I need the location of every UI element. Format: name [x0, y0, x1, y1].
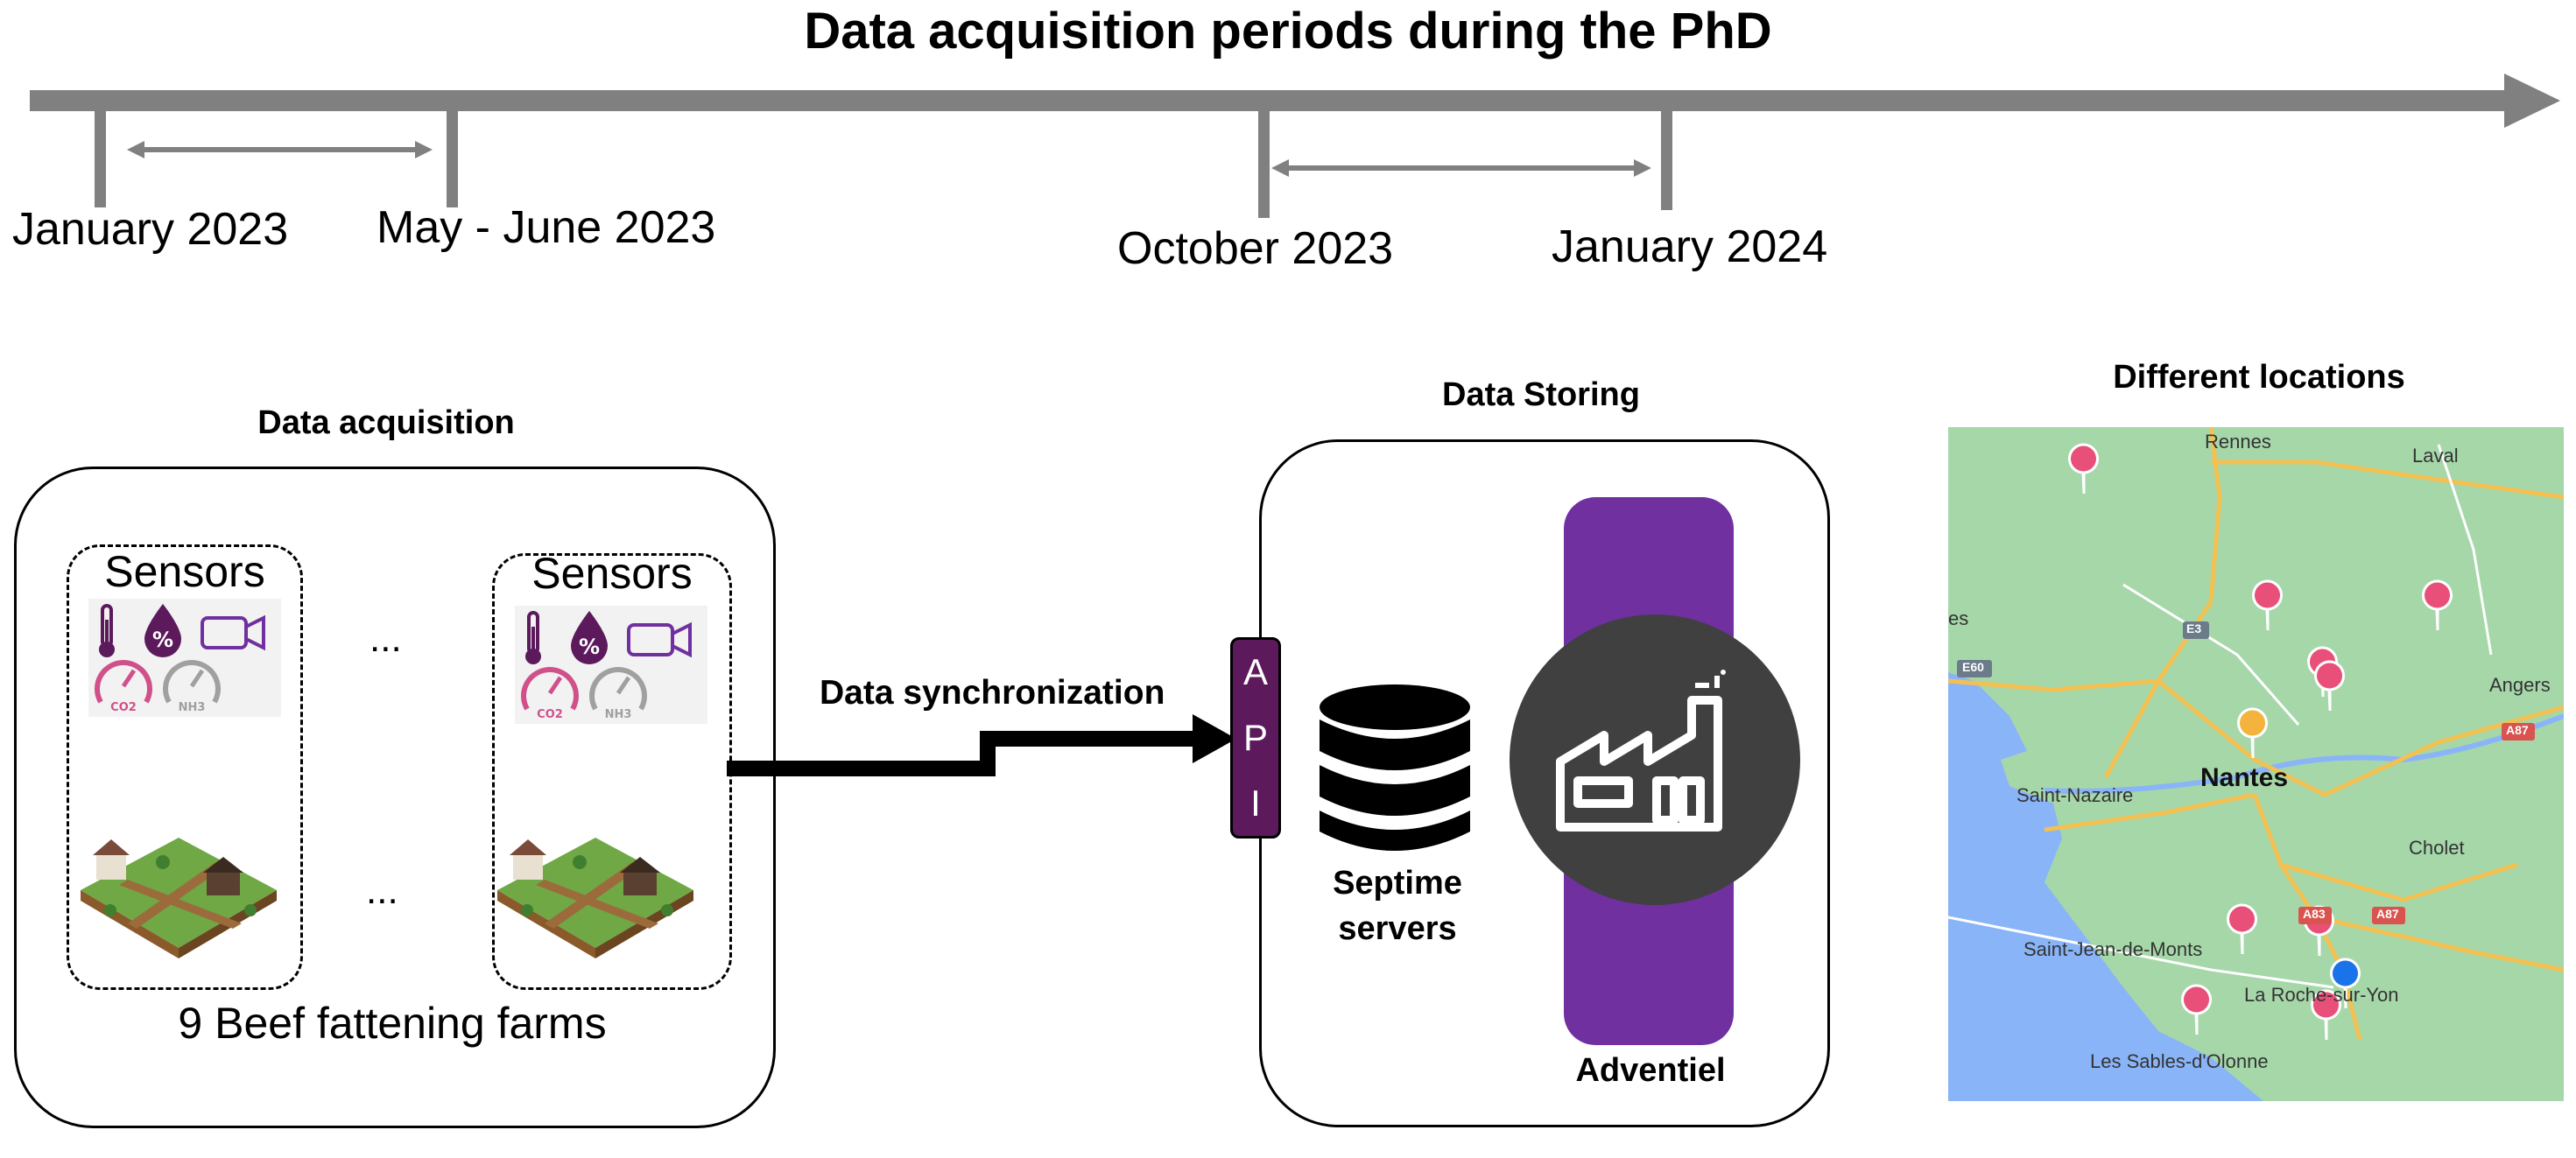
- map-pin-icon: [2252, 579, 2283, 631]
- factory-icon: [1510, 614, 1800, 905]
- svg-text:%: %: [579, 635, 600, 659]
- road-label-a87-top: A87: [2506, 723, 2529, 737]
- sensor-icons-right: % CO2 NH3: [515, 606, 707, 724]
- page-title: Data acquisition periods during the PhD: [804, 3, 1772, 60]
- star-pin-icon: [2237, 707, 2268, 759]
- acquisition-box: [14, 467, 776, 1128]
- database-icon: [1320, 684, 1470, 851]
- city-angers: Angers: [2489, 674, 2551, 696]
- humidity-drop-icon: %: [571, 611, 608, 664]
- api-connector: A P I: [1230, 637, 1281, 839]
- road-badge-e60: [1957, 660, 1992, 677]
- co2-gauge-icon: CO2: [95, 660, 152, 714]
- sync-label: Data synchronization: [820, 674, 1165, 712]
- city-les-sables-dolonne: Les Sables-d'Olonne: [2090, 1050, 2269, 1072]
- tick-oct-2023: [1258, 109, 1270, 218]
- storing-title: Data Storing: [1442, 376, 1640, 413]
- road-label-e60: E60: [1962, 660, 1984, 674]
- svg-text:%: %: [152, 628, 173, 652]
- timeline-label-oct-2023: October 2023: [1117, 223, 1394, 274]
- thermometer-icon: [99, 604, 115, 657]
- farm-icon: [81, 838, 277, 958]
- api-letter-i: I: [1250, 782, 1261, 824]
- sensor-icons-left: % CO2 NH3: [88, 599, 281, 717]
- svg-text:NH3: NH3: [179, 701, 206, 714]
- timeline-label-may-2023: May - June 2023: [377, 202, 716, 253]
- timeline-axis: [30, 90, 2516, 111]
- timeline-arrowhead: [2504, 74, 2560, 128]
- period-arrow-2: [1271, 159, 1651, 177]
- map-pin-icon: [2311, 989, 2341, 1041]
- tick-jan-2023: [95, 109, 106, 207]
- farms-label: 9 Beef fattening farms: [178, 999, 607, 1048]
- road-badge-a83: [2298, 907, 2332, 924]
- location-map: Rennes Laval Angers Nantes Saint-Nazaire…: [1948, 427, 2564, 1101]
- road-label-a87-bottom: A87: [2376, 907, 2399, 921]
- api-letter-a: A: [1242, 651, 1268, 693]
- locations-title: Different locations: [2113, 359, 2405, 396]
- city-nantes: Nantes: [2200, 763, 2289, 792]
- map-pin-icon: [2227, 903, 2257, 955]
- ellipsis-sensors: ...: [370, 617, 402, 660]
- servers-label-line2: servers: [1338, 910, 1457, 947]
- timeline: [30, 74, 2560, 218]
- road-badge-e3: [2183, 621, 2209, 639]
- ellipsis-farms: ...: [366, 869, 398, 912]
- city-fragment-es: es: [1948, 607, 1969, 629]
- map-pin-icon: [2314, 660, 2345, 712]
- road-label-e3: E3: [2186, 621, 2202, 635]
- thermometer-icon: [525, 611, 541, 664]
- co2-gauge-icon: CO2: [521, 667, 579, 721]
- city-cholet: Cholet: [2409, 837, 2465, 859]
- tick-may-2023: [447, 109, 458, 207]
- map-pin-icon: [2181, 984, 2212, 1035]
- map-pin-icon: [2068, 443, 2099, 495]
- city-saint-jean-de-monts: Saint-Jean-de-Monts: [2023, 938, 2203, 960]
- timeline-label-jan-2023: January 2023: [12, 204, 289, 255]
- nh3-gauge-icon: NH3: [589, 667, 647, 721]
- period-arrow-1: [127, 141, 433, 158]
- sync-arrow: [727, 714, 1236, 776]
- city-laval: Laval: [2412, 445, 2459, 467]
- farm-group-left: [67, 544, 303, 990]
- tick-jan-2024: [1661, 109, 1672, 210]
- svg-text:CO2: CO2: [110, 701, 137, 714]
- acquisition-title: Data acquisition: [257, 404, 515, 441]
- humidity-drop-icon: %: [144, 604, 181, 657]
- road-badge-a87-top: [2502, 723, 2535, 740]
- timeline-label-jan-2024: January 2024: [1552, 221, 1828, 272]
- camera-icon: [627, 621, 692, 658]
- map-background: [1948, 427, 2564, 1101]
- api-letter-p: P: [1242, 716, 1268, 758]
- adventiel-label: Adventiel: [1575, 1052, 1726, 1089]
- sensors-label-left: Sensors: [104, 547, 265, 596]
- city-saint-nazaire: Saint-Nazaire: [2016, 784, 2134, 806]
- city-la-roche-sur-yon: La Roche-sur-Yon: [2244, 984, 2399, 1006]
- city-rennes: Rennes: [2205, 431, 2271, 453]
- farm-icon: [497, 838, 693, 958]
- nh3-gauge-icon: NH3: [163, 660, 221, 714]
- sensors-label-right: Sensors: [531, 549, 693, 598]
- location-pin-icon: [2330, 958, 2361, 1009]
- svg-text:NH3: NH3: [605, 708, 632, 721]
- road-badge-a87-bottom: [2372, 907, 2405, 924]
- servers-label-line1: Septime: [1333, 865, 1462, 902]
- road-label-a83: A83: [2303, 907, 2326, 921]
- camera-icon: [201, 614, 265, 651]
- map-pin-icon: [2422, 579, 2453, 631]
- svg-text:CO2: CO2: [537, 708, 563, 721]
